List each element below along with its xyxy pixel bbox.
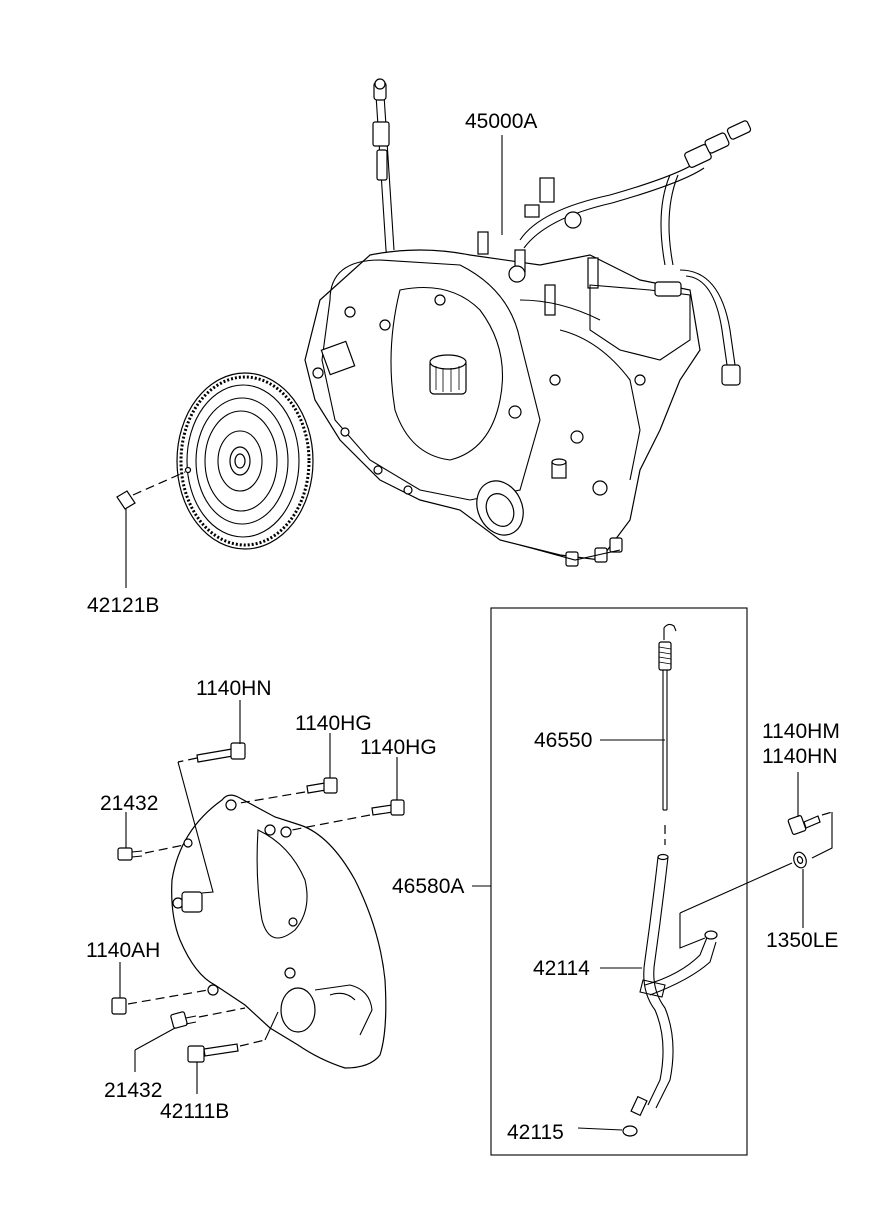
label-dowel-1: 21432 [100,792,158,815]
label-dowel-2: 21432 [104,1079,162,1102]
transaxle-assembly [304,78,752,567]
label-bolt-right-1: 1140HM [762,720,840,743]
cover-plate [171,794,387,1069]
dowel-21432-lower: 21432 [104,1007,246,1102]
label-guide-tube: 42114 [533,957,590,980]
bolt-1140ah: 1140AH [86,939,209,1015]
bolt-1140hg-2: 1140HG [291,736,437,831]
washer-1350le: 1350LE [679,851,838,952]
label-oil-level-gauge: 46550 [534,729,592,752]
label-bolt-top-1: 1140HN [196,677,272,700]
label-bolt-right-2: 1140HN [762,745,838,768]
dowel-21432-upper: 21432 [100,792,185,861]
label-bolt-bottom: 42111B [160,1100,229,1123]
drive-plate [176,372,314,550]
label-o-ring: 42115 [507,1121,564,1144]
bolt-42111b: 42111B [160,1011,279,1123]
label-bolt-top-2: 1140HG [295,712,372,735]
label-bolt-top-3: 1140HG [360,736,437,759]
o-ring: 42115 [507,1121,638,1144]
label-transaxle: 45000A [465,110,537,133]
bolt-1140hn-top: 1140HN [177,677,272,894]
guide-tube: 42114 [533,853,718,1117]
label-gauge-assy: 46580A [392,875,464,898]
label-drive-plate: 42121B [87,594,159,617]
bolt-1140hg-1: 1140HG [239,712,372,804]
gauge-assembly-box: 46580A [392,607,748,1156]
label-washer: 1350LE [766,929,838,952]
label-45000a: 45000A [465,110,537,235]
oil-level-gauge: 46550 [534,623,677,845]
bolt-1140hm: 1140HM 1140HN [762,720,840,859]
bolt-42121b: 42121B [87,471,186,617]
label-bolt-left: 1140AH [86,939,160,962]
